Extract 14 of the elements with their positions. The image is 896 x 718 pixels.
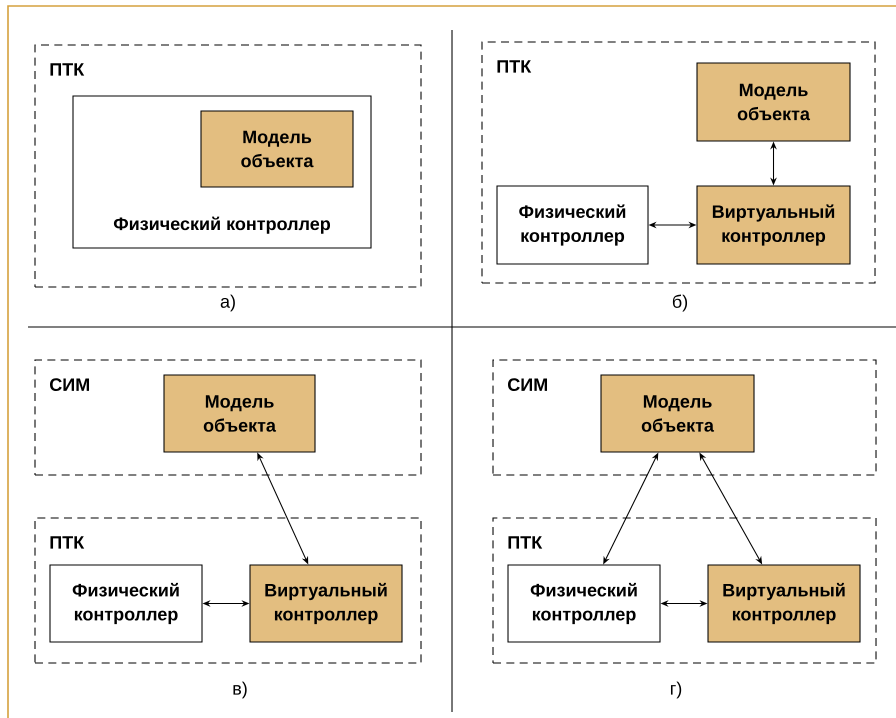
panel-label: в) [233,682,247,698]
panel-label: а) [220,294,235,312]
process-box: Виртуальный контроллер [696,185,851,265]
process-box: Виртуальный контроллер [249,564,403,643]
process-box: Модель объекта [163,374,316,453]
process-box: Физический контроллер [49,564,203,643]
process-box: Виртуальный контроллер [707,564,861,643]
panel-label: б) [672,294,688,312]
process-box: Физический контроллер [496,185,649,265]
process-box: Модель объекта [600,374,755,453]
process-box: Физический контроллер [507,564,661,643]
process-box: Модель объекта [696,62,851,142]
panel-label: г) [670,682,682,698]
process-box: Модель объекта [200,110,354,188]
